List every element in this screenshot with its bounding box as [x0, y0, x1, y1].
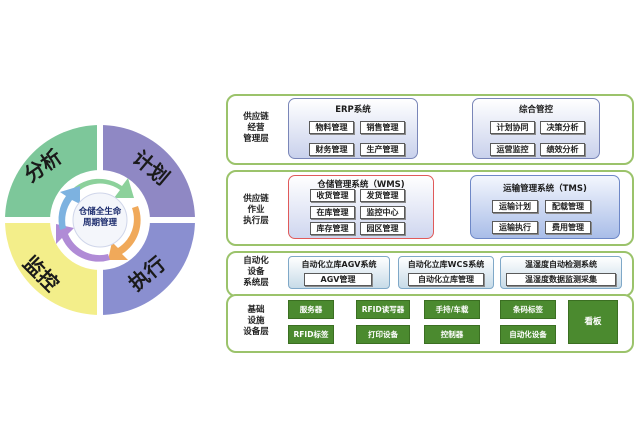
device-barcode-label[interactable]: 条码标签 [500, 300, 556, 319]
cycle-center-label: 仓储全生命 周期管理 [78, 207, 122, 228]
panel-title: 仓储管理系统（WMS) [317, 180, 405, 190]
arrow-blue [58, 186, 80, 230]
chip-plan-collab[interactable]: 计划协同 [490, 121, 535, 134]
panel-title: 自动化立库AGV系统 [301, 260, 377, 269]
chip-ops-monitor[interactable]: 运营监控 [490, 143, 535, 156]
device-server[interactable]: 服务器 [288, 300, 334, 319]
chip-receiving[interactable]: 收货管理 [310, 189, 355, 202]
arrow-green [62, 178, 134, 206]
chip-sales-mgmt[interactable]: 销售管理 [360, 121, 405, 134]
chip-finance-mgmt[interactable]: 财务管理 [309, 143, 354, 156]
device-rfid-reader[interactable]: RFID读写器 [356, 300, 410, 319]
device-controller[interactable]: 控制器 [424, 325, 480, 344]
panel-title: 温湿度自动检测系统 [525, 260, 597, 269]
chip-agv-mgmt[interactable]: AGV管理 [304, 273, 372, 286]
chip-shipping[interactable]: 发货管理 [360, 189, 405, 202]
arrow-orange [108, 206, 141, 260]
panel-title: ERP系统 [335, 105, 371, 115]
chip-material-mgmt[interactable]: 物料管理 [309, 121, 354, 134]
chip-load-mgmt[interactable]: 配载管理 [545, 200, 591, 213]
layer-label-automation: 自动化 设备 系统层 [243, 256, 269, 288]
device-handheld[interactable]: 手持/车载 [424, 300, 480, 319]
layer-label-execution: 供应链 作业 执行层 [243, 194, 269, 226]
chip-park-mgmt[interactable]: 园区管理 [360, 222, 405, 235]
panel-title: 自动化立库WCS系统 [407, 260, 485, 269]
device-rfid-tag[interactable]: RFID标签 [288, 325, 334, 344]
chip-decision-analysis[interactable]: 决策分析 [540, 121, 585, 134]
device-printer[interactable]: 打印设备 [356, 325, 410, 344]
panel-title: 综合管控 [518, 105, 553, 115]
chip-auto-warehouse-mgmt[interactable]: 自动化立库管理 [408, 273, 484, 286]
chip-perf-analysis[interactable]: 绩效分析 [540, 143, 585, 156]
chip-transport-exec[interactable]: 运输执行 [492, 221, 538, 234]
chip-transport-plan[interactable]: 运输计划 [492, 200, 538, 213]
device-kanban-board[interactable]: 看板 [568, 300, 618, 344]
chip-production-mgmt[interactable]: 生产管理 [360, 143, 405, 156]
layer-label-infrastructure: 基础 设施 设备层 [243, 305, 269, 337]
device-automation[interactable]: 自动化设备 [500, 325, 556, 344]
chip-in-stock[interactable]: 在库管理 [310, 206, 355, 219]
lifecycle-wheel [3, 123, 197, 317]
layer-label-management: 供应链 经营 管理层 [243, 112, 269, 144]
chip-cost-mgmt[interactable]: 费用管理 [545, 221, 591, 234]
chip-inventory[interactable]: 库存管理 [310, 222, 355, 235]
chip-monitor-center[interactable]: 监控中心 [360, 206, 405, 219]
chip-temp-data-collect[interactable]: 温湿度数据监测采集 [506, 273, 616, 286]
panel-title: 运输管理系统（TMS) [503, 184, 587, 194]
